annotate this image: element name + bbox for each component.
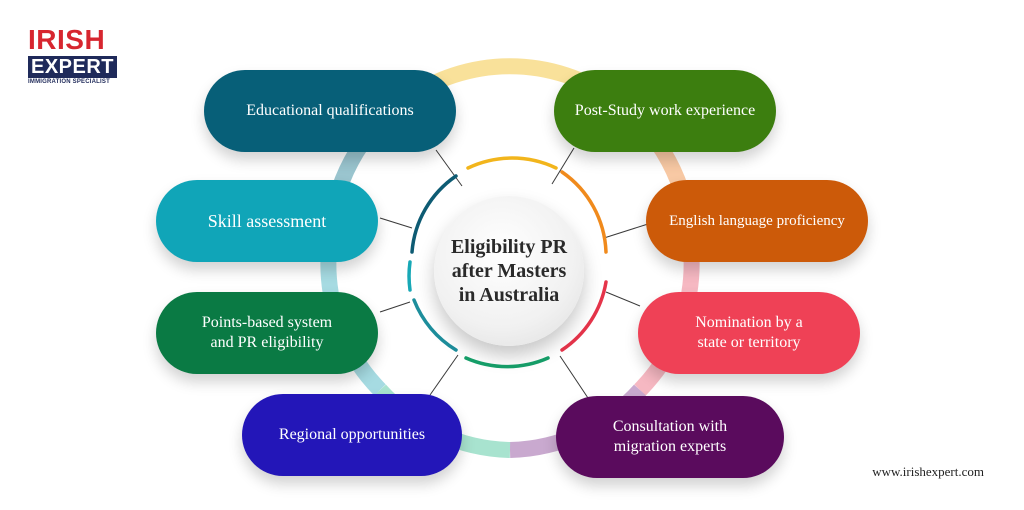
- website-url: www.irishexpert.com: [872, 464, 984, 479]
- pill-post-study-work-experience: Post-Study work experience: [554, 70, 776, 152]
- pill-consultation-migration-experts: Consultation with migration experts: [556, 396, 784, 478]
- connector-line: [379, 301, 411, 313]
- pill-label: Consultation with migration experts: [612, 418, 728, 455]
- irish-expert-logo: IRISH EXPERT IMMIGRATION SPECIALIST: [28, 24, 118, 85]
- logo-line-2: EXPERT: [28, 56, 118, 78]
- pill-label: English language proficiency: [669, 213, 845, 229]
- pill-english-language-proficiency: English language proficiency: [646, 180, 868, 262]
- pill-label: Skill assessment: [207, 211, 327, 231]
- connector-line: [435, 149, 463, 187]
- connector-line: [551, 147, 575, 185]
- connector-line: [379, 217, 413, 229]
- connector-line: [605, 291, 641, 307]
- pill-label: Post-Study work experience: [574, 102, 756, 119]
- pill-nomination-state-territory: Nomination by a state or territory: [638, 292, 860, 374]
- pill-regional-opportunities: Regional opportunities: [242, 394, 462, 476]
- pill-label: Points-based system and PR eligibility: [201, 314, 333, 351]
- connector-line: [559, 355, 589, 399]
- pill-label: Educational qualifications: [246, 102, 414, 119]
- inner-arc-navy: [410, 174, 458, 254]
- logo-line-1: IRISH: [28, 24, 106, 55]
- connector-line: [603, 223, 649, 239]
- logo-tagline: IMMIGRATION SPECIALIST: [28, 79, 110, 85]
- pill-points-based-system: Points-based system and PR eligibility: [156, 292, 378, 374]
- center-title: Eligibility PR after Masters in Australi…: [450, 236, 568, 306]
- inner-arc-orange: [560, 170, 608, 254]
- pill-educational-qualifications: Educational qualifications: [204, 70, 456, 152]
- pill-label: Nomination by a state or territory: [695, 314, 803, 351]
- inner-arc-red: [560, 280, 608, 352]
- inner-arc-blue-green: [412, 298, 458, 352]
- inner-arc-yellow: [466, 156, 558, 170]
- pill-skill-assessment: Skill assessment: [156, 180, 378, 262]
- inner-arc-green: [464, 356, 550, 369]
- pill-label: Regional opportunities: [278, 426, 426, 443]
- connector-line: [429, 354, 459, 396]
- center-circle: Eligibility PR after Masters in Australi…: [434, 196, 584, 346]
- inner-arc-teal: [407, 260, 412, 292]
